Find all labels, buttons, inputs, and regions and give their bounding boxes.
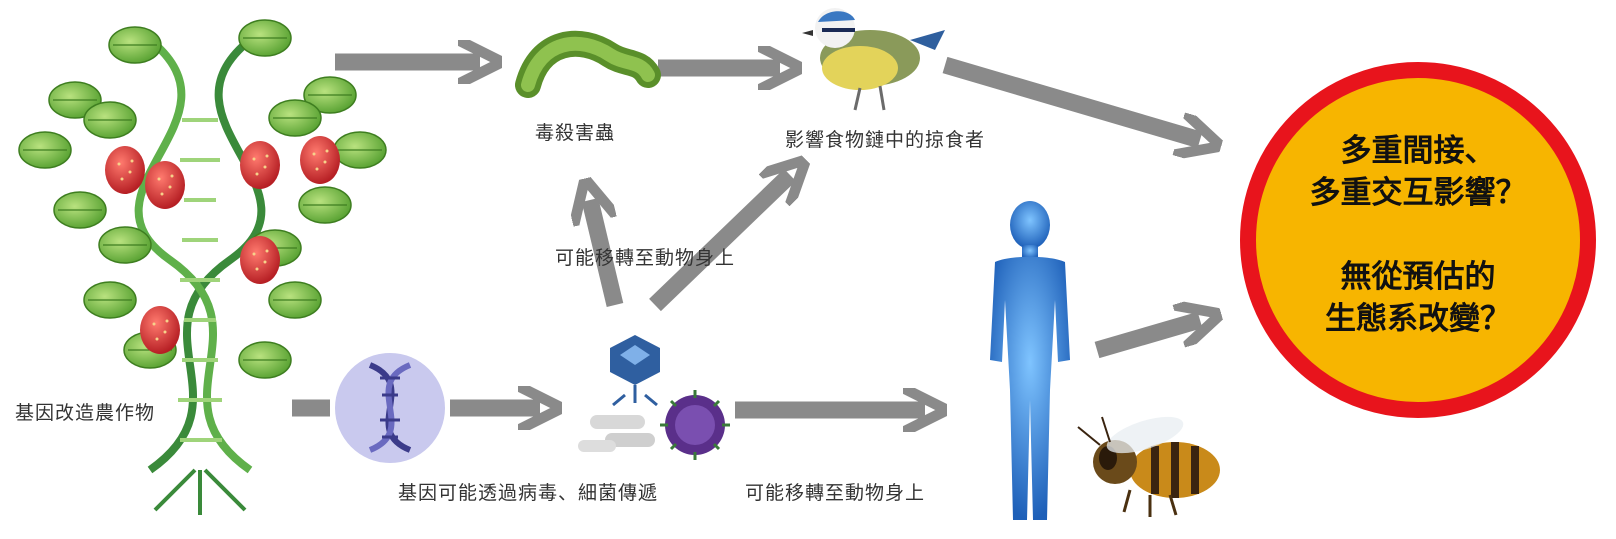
outcome-line-2: 多重交互影響？ — [1268, 172, 1568, 214]
outcome-spacer — [1268, 214, 1568, 256]
arrow-human-to-outcome — [1097, 320, 1200, 350]
caterpillar-illustration — [528, 44, 648, 85]
label-gmo-crop: 基因改造農作物 — [15, 398, 155, 425]
gmo-crop-illustration — [19, 20, 386, 515]
bird-illustration — [802, 8, 945, 110]
outcome-line-4: 生態系改變？ — [1268, 298, 1568, 340]
virus-bacteria-illustration — [578, 335, 730, 460]
outcome-line-3: 無從預估的 — [1268, 256, 1568, 298]
outcome-text: 多重間接、 多重交互影響？ 無從預估的 生態系改變？ — [1268, 130, 1568, 340]
arrow-virus-up-to-bird — [655, 175, 790, 305]
label-gene-spread: 基因可能透過病毒、細菌傳遞 — [398, 478, 658, 505]
label-transfer-upper: 可能移轉至動物身上 — [555, 243, 735, 270]
outcome-line-1: 多重間接、 — [1268, 130, 1568, 172]
label-kill-pests: 毒殺害蟲 — [535, 118, 615, 145]
label-predators: 影響食物鏈中的掠食者 — [785, 125, 985, 152]
human-figure-illustration — [990, 201, 1070, 520]
bee-illustration — [1078, 409, 1220, 517]
dna-circle-icon — [335, 353, 445, 463]
label-transfer-lower: 可能移轉至動物身上 — [745, 478, 925, 505]
